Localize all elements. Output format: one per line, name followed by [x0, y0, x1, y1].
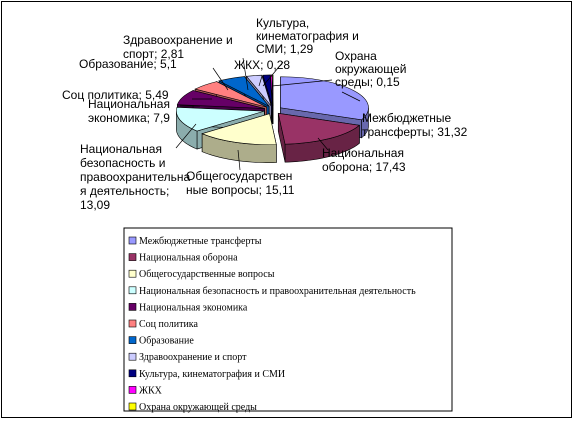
legend-swatch: [128, 369, 137, 378]
pie-slice: [201, 113, 277, 164]
legend-label: Здравоохранение и спорт: [139, 352, 247, 363]
data-label-line: ные вопросы; 15,11: [186, 183, 295, 197]
pie-slice: [277, 112, 361, 163]
data-label-line: СМИ; 1,29: [256, 42, 314, 56]
legend-label: Охрана окружающей среды: [139, 402, 257, 413]
data-label-line: Национальная: [322, 146, 404, 160]
data-label-line: Охрана: [335, 49, 377, 63]
legend-swatch: [128, 319, 137, 328]
legend-box: [123, 227, 453, 412]
legend-item: Национальная безопасность и правоохранит…: [128, 286, 416, 297]
data-label: Образование; 5,1: [79, 57, 229, 91]
legend-swatch: [128, 336, 137, 344]
data-label-line: Соц политика; 5,49: [62, 88, 169, 102]
data-label-line: правоохранительна: [80, 170, 190, 184]
data-label-text: ЖКХ; 0,28: [234, 58, 290, 72]
data-label-line: Культура,: [256, 16, 309, 30]
legend-item: Охрана окружающей среды: [128, 402, 257, 413]
legend-swatch: [128, 303, 137, 311]
legend-item: Образование: [128, 336, 194, 347]
data-label-line: кинематография и: [256, 29, 359, 43]
legend-swatch: [128, 236, 137, 245]
legend-swatch: [128, 386, 137, 394]
leader-line: [237, 149, 241, 171]
legend-swatch: [128, 402, 137, 411]
leader-line: [175, 123, 197, 149]
legend-item: ЖКХ: [128, 385, 163, 396]
legend-label: ЖКХ: [139, 385, 163, 396]
leader-line: [258, 75, 263, 87]
leader-line: [271, 79, 333, 87]
data-label-line: Национальная: [80, 142, 162, 156]
legend-swatch: [128, 352, 137, 361]
leader-line: [317, 137, 329, 151]
legend-item: Соц политика: [128, 319, 199, 330]
legend-label: Национальная безопасность и правоохранит…: [139, 286, 416, 297]
data-label-line: я деятельность;: [80, 184, 169, 198]
leader-line: [242, 57, 249, 91]
legend-label: Межбюджетные трансферты: [139, 236, 262, 247]
data-label-line: трансферты; 31,32: [362, 125, 468, 139]
data-label-line: среды; 0,15: [335, 75, 400, 89]
leader-line: [262, 61, 284, 87]
data-label-line: оборона; 17,43: [322, 160, 406, 174]
data-label-line: ЖКХ; 0,28: [234, 58, 290, 72]
legend-item: Межбюджетные трансферты: [128, 236, 262, 247]
data-label-line: Общегосударствен: [186, 169, 292, 183]
legend-item: Национальная оборона: [128, 253, 238, 264]
data-label-line: спорт; 2,81: [123, 47, 184, 61]
legend-swatch: [128, 286, 137, 295]
legend-label: Культура, кинематография и СМИ: [139, 369, 285, 380]
data-label: ЖКХ; 0,28: [234, 58, 290, 87]
data-label-line: экономика; 7,9: [88, 111, 170, 125]
legend-label: Соц политика: [139, 319, 199, 330]
legend-label: Национальная оборона: [139, 253, 238, 264]
data-label-line: 13,09: [80, 198, 110, 212]
legend-label: Национальная экономика: [139, 302, 248, 313]
data-label: Соц политика; 5,49: [62, 88, 212, 102]
pie-plot-area: [176, 74, 369, 164]
legend-item: Национальная экономика: [128, 302, 248, 313]
legend-item: Здравоохранение и спорт: [128, 352, 247, 363]
legend-label: Образование: [139, 336, 194, 347]
data-label-line: Национальная: [88, 97, 170, 111]
data-label-line: Межбюджетные: [362, 111, 451, 125]
data-label-line: окружающей: [335, 62, 406, 76]
data-label-line: Здравоохранение и: [123, 33, 233, 47]
leader-line: [212, 67, 229, 91]
legend-item: Общегосударственные вопросы: [128, 269, 275, 280]
legend-item: Культура, кинематография и СМИ: [128, 369, 285, 380]
legend-label: Общегосударственные вопросы: [139, 269, 275, 280]
legend-swatch: [128, 253, 137, 261]
data-label-line: Образование; 5,1: [79, 57, 177, 71]
leader-line: [341, 91, 361, 102]
legend-swatch: [128, 269, 137, 278]
data-label-text: Соц политика; 5,49: [62, 88, 169, 102]
data-label-line: безопасность и: [80, 156, 165, 170]
data-label-text: Образование; 5,1: [79, 57, 177, 71]
